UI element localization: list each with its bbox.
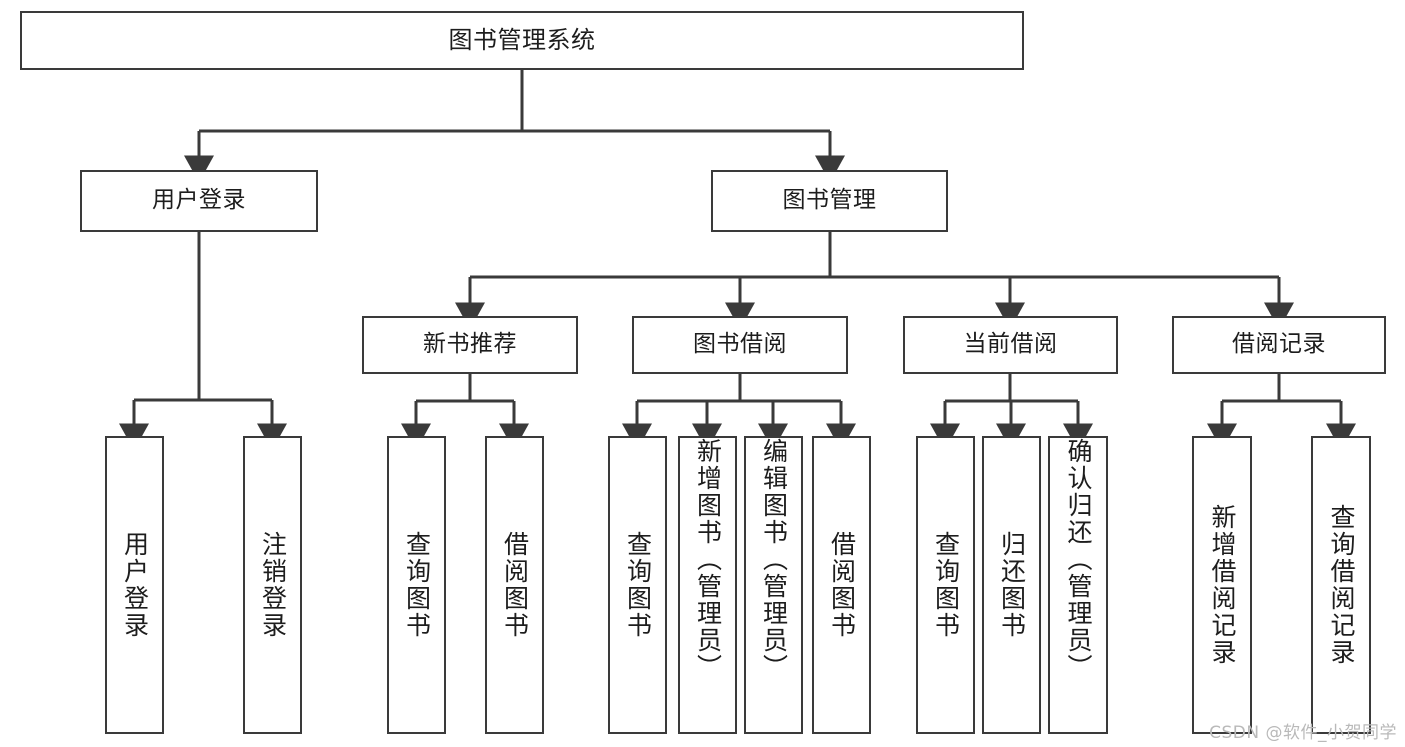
leaf-borrow-record-2-label: 查询借阅记录 (1327, 504, 1356, 666)
leaf-user-login-1[interactable]: 用户登录 (105, 436, 164, 734)
leaf-user-login-2[interactable]: 注销登录 (243, 436, 302, 734)
leaf-book-borrow-4-label: 借阅图书 (827, 531, 857, 639)
node-user-login-label: 用户登录 (152, 187, 246, 214)
leaf-book-borrow-2[interactable]: 新增图书（管理员） (678, 436, 737, 734)
leaf-borrow-record-1-label: 新增借阅记录 (1208, 504, 1237, 666)
edge-currentborrow-to-leaves (930, 374, 1093, 451)
edge-bookmanage-to-level3 (455, 232, 1294, 330)
leaf-current-borrow-3-label: 确认归还（管理员） (1064, 438, 1093, 681)
leaf-book-borrow-3[interactable]: 编辑图书（管理员） (744, 436, 803, 734)
leaf-new-book-2[interactable]: 借阅图书 (485, 436, 544, 734)
edge-root-to-level2 (184, 70, 845, 183)
leaf-current-borrow-3[interactable]: 确认归还（管理员） (1048, 436, 1108, 734)
leaf-book-borrow-4[interactable]: 借阅图书 (812, 436, 871, 734)
leaf-current-borrow-2[interactable]: 归还图书 (982, 436, 1041, 734)
node-root-label: 图书管理系统 (448, 26, 596, 55)
node-current-borrow[interactable]: 当前借阅 (903, 316, 1118, 374)
node-book-borrow-label: 图书借阅 (693, 331, 787, 358)
edge-userlogin-to-leaves (119, 232, 287, 451)
leaf-current-borrow-1-label: 查询图书 (931, 531, 961, 639)
leaf-new-book-2-label: 借阅图书 (500, 531, 530, 639)
node-current-borrow-label: 当前借阅 (963, 331, 1058, 358)
leaf-current-borrow-1[interactable]: 查询图书 (916, 436, 975, 734)
node-new-book-recommend-label: 新书推荐 (423, 331, 517, 358)
node-borrow-record-label: 借阅记录 (1232, 331, 1326, 358)
leaf-current-borrow-2-label: 归还图书 (997, 531, 1027, 639)
node-book-manage-label: 图书管理 (782, 187, 877, 214)
edge-bookborrow-to-leaves (622, 374, 856, 451)
leaf-book-borrow-3-label: 编辑图书（管理员） (759, 438, 789, 681)
leaf-book-borrow-1-label: 查询图书 (623, 531, 653, 639)
node-book-borrow[interactable]: 图书借阅 (632, 316, 848, 374)
edge-borrowrecord-to-leaves (1207, 374, 1356, 451)
edge-newbook-to-leaves (401, 374, 529, 451)
leaf-book-borrow-1[interactable]: 查询图书 (608, 436, 667, 734)
node-root[interactable]: 图书管理系统 (20, 11, 1024, 70)
leaf-new-book-1[interactable]: 查询图书 (387, 436, 446, 734)
leaf-user-login-1-label: 用户登录 (120, 531, 150, 639)
leaf-new-book-1-label: 查询图书 (402, 531, 432, 639)
node-user-login[interactable]: 用户登录 (80, 170, 318, 232)
leaf-borrow-record-2[interactable]: 查询借阅记录 (1311, 436, 1371, 734)
node-book-manage[interactable]: 图书管理 (711, 170, 948, 232)
node-borrow-record[interactable]: 借阅记录 (1172, 316, 1386, 374)
node-new-book-recommend[interactable]: 新书推荐 (362, 316, 578, 374)
leaf-book-borrow-2-label: 新增图书（管理员） (693, 438, 723, 681)
leaf-borrow-record-1[interactable]: 新增借阅记录 (1192, 436, 1252, 734)
watermark-text: CSDN @软件_小贺同学 (1209, 723, 1397, 743)
leaf-user-login-2-label: 注销登录 (258, 531, 288, 639)
